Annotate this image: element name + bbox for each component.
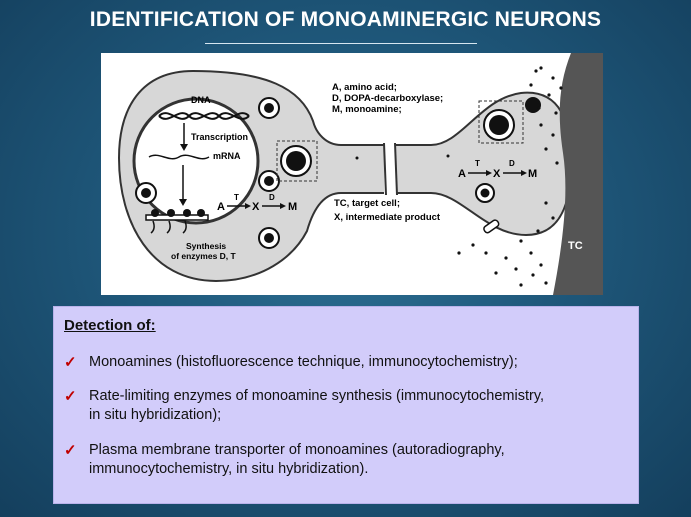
pathway-t-soma: T [234, 193, 239, 202]
pathway-a-terminal: A [458, 168, 466, 180]
detection-item: ✓ Monoamines (histofluorescence techniqu… [64, 353, 624, 372]
mrna-strand [148, 154, 210, 160]
mrna-label: mRNA [213, 151, 241, 161]
synthesis-label-line1: Synthesis [186, 241, 226, 251]
slide-title: IDENTIFICATION OF MONOAMINERGIC NEURONS [89, 8, 602, 31]
detection-panel: Detection of: ✓ Monoamines (histofluores… [53, 306, 639, 504]
vesicle-inset-box [276, 140, 318, 182]
pathway-d-terminal: D [509, 159, 515, 168]
pathway-m-soma: M [288, 201, 297, 213]
detection-item: ✓ Plasma membrane transporter of monoami… [64, 441, 624, 479]
vesicle [525, 97, 541, 113]
title-underline [205, 43, 477, 44]
pathway-t-terminal: T [475, 159, 480, 168]
legend-line-5: X, intermediate product [334, 212, 441, 223]
detection-item-text: Rate-limiting enzymes of monoamine synth… [89, 388, 545, 404]
target-cell [553, 53, 603, 295]
neuron-diagram: DNA Transcription mRNA Synthesis of enzy… [101, 53, 603, 295]
rough-er [145, 214, 209, 221]
transcription-label: Transcription [191, 132, 248, 142]
pathway-d-soma: D [269, 193, 275, 202]
check-icon: ✓ [64, 388, 77, 405]
released-monoamines [457, 66, 563, 287]
pathway-x-soma: X [252, 201, 260, 213]
neuron-diagram-svg: DNA Transcription mRNA Synthesis of enzy… [117, 53, 603, 295]
transporter [483, 219, 500, 234]
detection-item-text-continued: immunocytochemistry, in situ hybridizati… [89, 461, 369, 477]
detection-item-text: Plasma membrane transporter of monoamine… [89, 442, 505, 458]
detection-item: ✓ Rate-limiting enzymes of monoamine syn… [64, 387, 624, 425]
detection-item-text: Monoamines (histofluorescence technique,… [89, 354, 518, 370]
legend-line-4: TC, target cell; [334, 198, 400, 209]
check-icon: ✓ [64, 354, 77, 371]
detection-item-text-continued: in situ hybridization); [89, 407, 222, 423]
synthesis-label-line2: of enzymes D, T [171, 251, 237, 261]
terminal-vesicle-inset [478, 100, 524, 144]
dna-label: DNA [191, 95, 211, 105]
legend-line-2: D, DOPA-decarboxylase; [332, 93, 443, 104]
pathway-m-terminal: M [528, 168, 537, 180]
check-icon: ✓ [64, 442, 77, 459]
pathway-x-terminal: X [493, 168, 501, 180]
legend-line-1: A, amino acid; [332, 82, 397, 93]
nucleus [132, 97, 260, 225]
pathway-a-soma: A [217, 201, 225, 213]
axon-break [384, 141, 396, 197]
legend-line-3: M, monoamine; [332, 104, 402, 115]
detection-heading: Detection of: [64, 317, 156, 334]
target-cell-label: TC [568, 240, 583, 252]
